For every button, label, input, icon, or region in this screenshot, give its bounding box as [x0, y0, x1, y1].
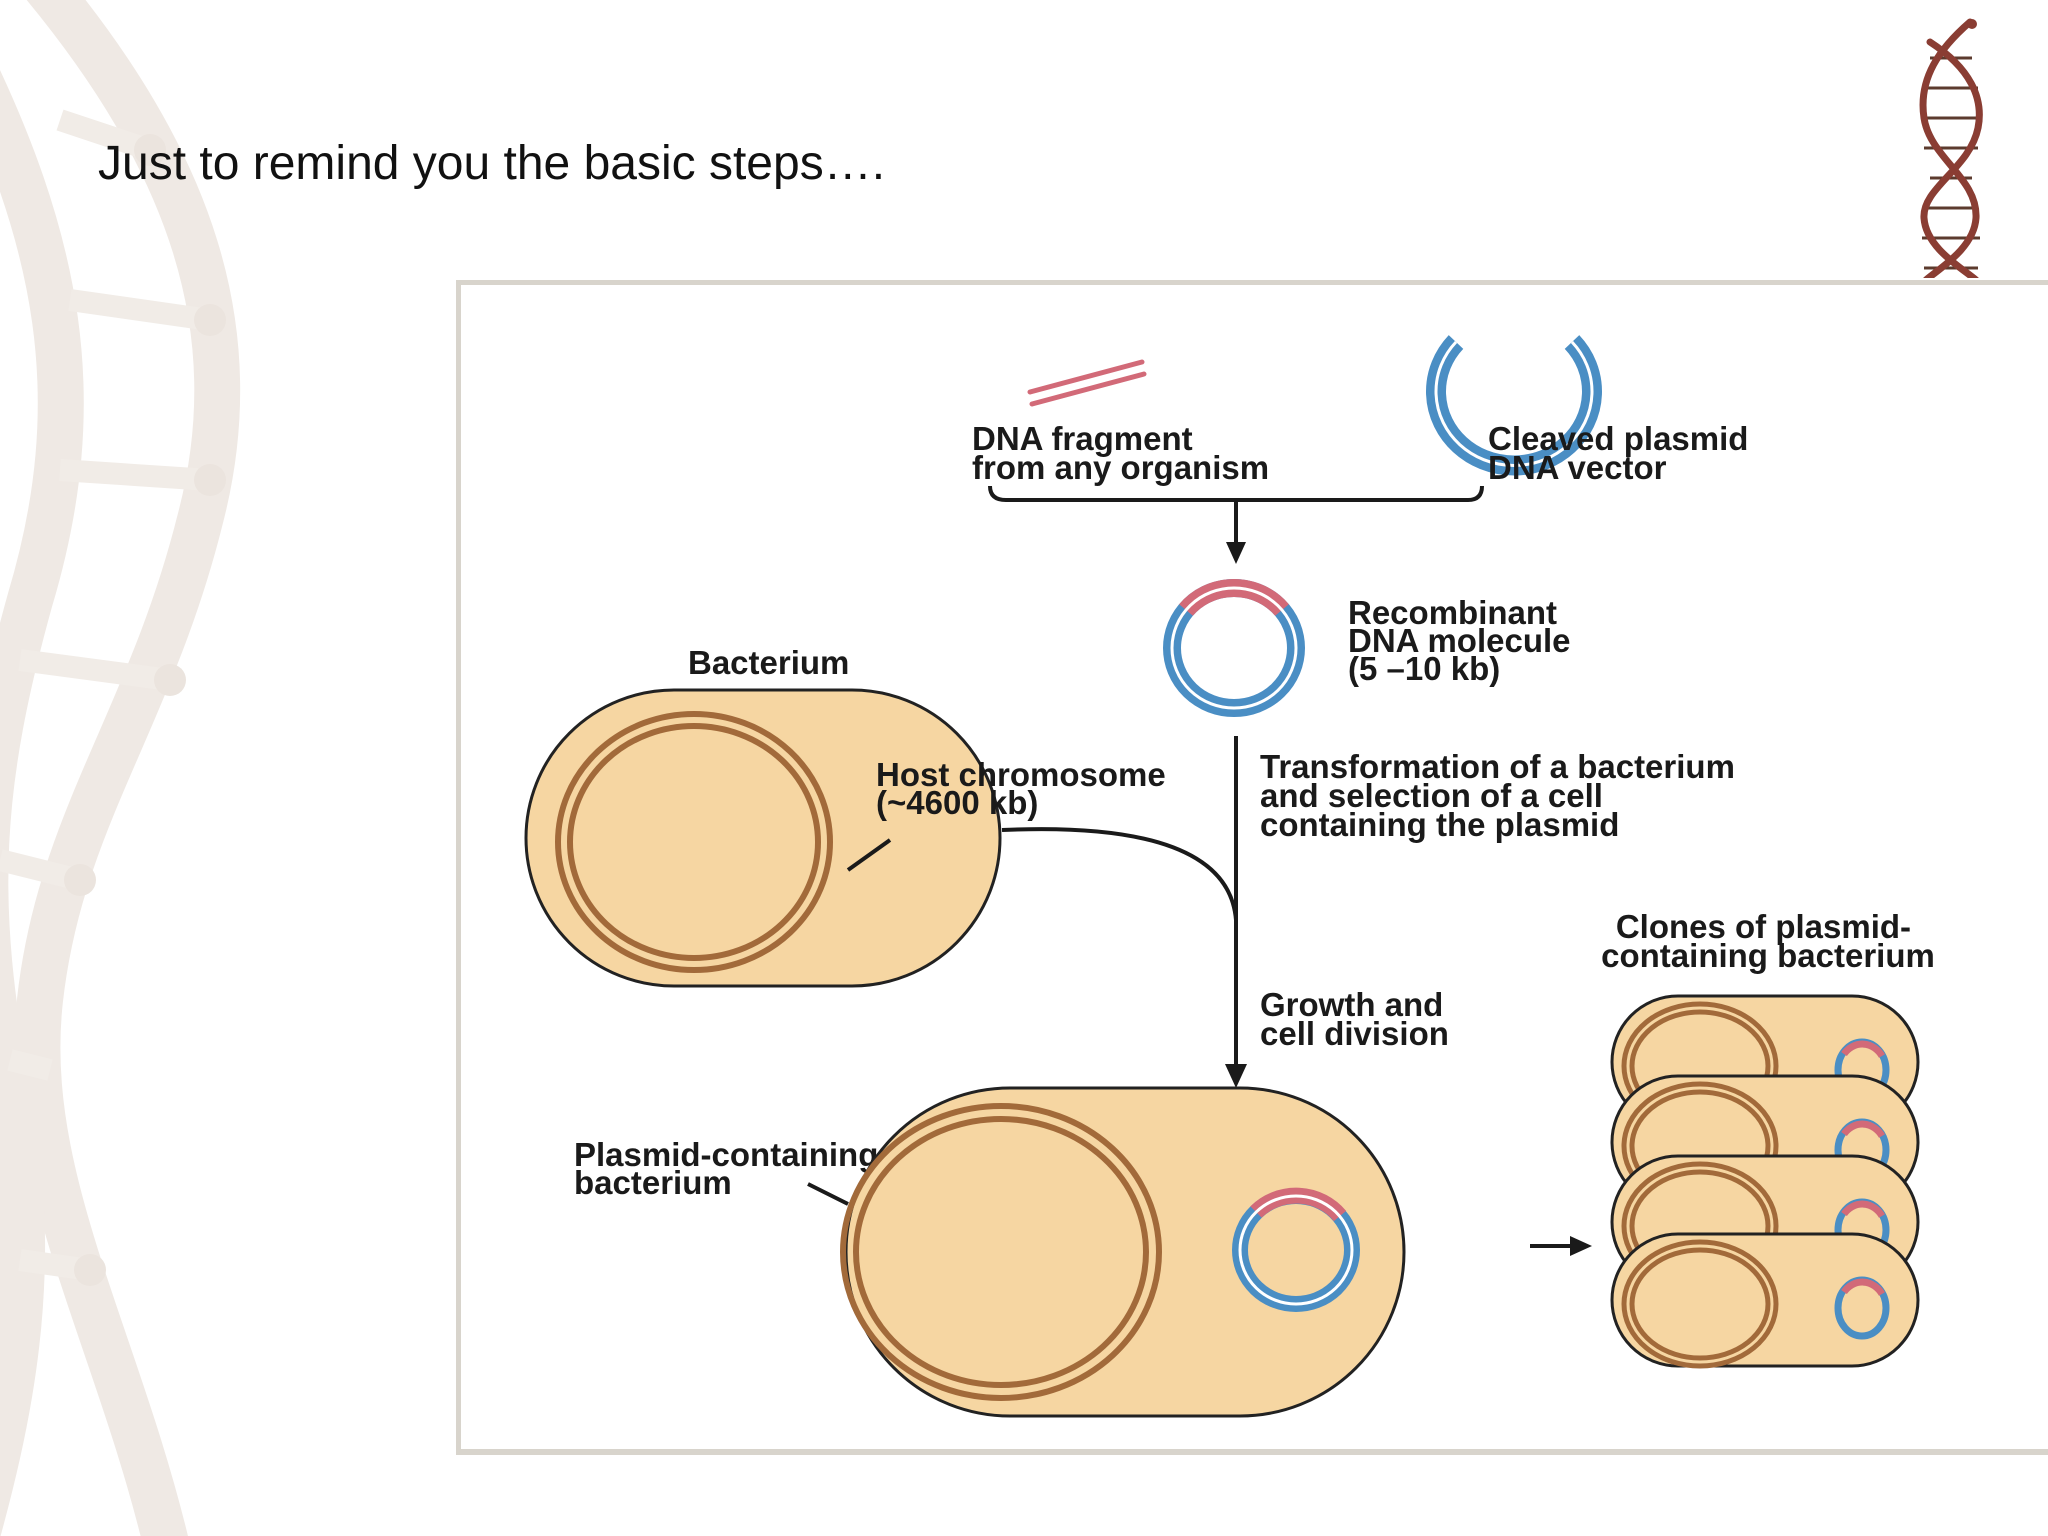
host-chromosome-pointer: [846, 838, 892, 872]
slide-title: Just to remind you the basic steps….: [98, 137, 886, 190]
dna-fragment-label: DNA fragment from any organism: [972, 420, 1269, 486]
dna-fragment-icon: [1027, 359, 1147, 407]
cleaved-plasmid-label-line1: Cleaved plasmid: [1488, 420, 1748, 457]
background-helix-graphic: [0, 0, 241, 1536]
plasmid-bacterium-label: Plasmid-containing bacterium: [574, 1136, 888, 1201]
transformation-label: Transformation of a bacterium and select…: [1260, 748, 1744, 843]
recombinant-label: Recombinant DNA molecule (5 –10 kb): [1348, 594, 1580, 687]
bacterium-label: Bacterium: [688, 644, 849, 681]
clones-label-line2: containing bacterium: [1601, 937, 1935, 974]
cleaved-plasmid-label: Cleaved plasmid DNA vector: [1488, 420, 1758, 486]
dna-fragment-label-line2: from any organism: [972, 449, 1269, 486]
recombinant-plasmid-icon: [1163, 579, 1305, 717]
cloning-diagram: DNA fragment from any organism Cleaved p…: [456, 280, 2048, 1455]
growth-label: Growth and cell division: [1260, 986, 1453, 1052]
ligation-arrowhead: [1226, 542, 1246, 564]
cleaved-plasmid-icon: [1426, 335, 1602, 476]
growth-label-line2: cell division: [1260, 1015, 1449, 1052]
growth-label-line1: Growth and: [1260, 986, 1443, 1023]
clones-label: Clones of plasmid- containing bacterium: [1601, 908, 1935, 974]
clone-arrowhead: [1570, 1236, 1592, 1256]
clone-stack: [1610, 994, 1920, 1369]
flow-arrowhead: [1225, 1064, 1247, 1088]
recombinant-label-line3: (5 –10 kb): [1348, 650, 1500, 687]
host-to-flow-connector: [1001, 827, 1238, 921]
plasmid-bacterium-label-line1: Plasmid-containing: [574, 1136, 878, 1173]
plasmid-bacterium-pointer: [807, 1182, 849, 1206]
host-chromosome-label-line2: (~4600 kb): [876, 784, 1038, 821]
transformation-label-line3: containing the plasmid: [1260, 806, 1619, 843]
cleaved-plasmid-label-line2: DNA vector: [1488, 449, 1667, 486]
dna-fragment-label-line1: DNA fragment: [972, 420, 1193, 457]
recombinant-label-line2: DNA molecule: [1348, 622, 1571, 659]
clones-label-line1: Clones of plasmid-: [1616, 908, 1911, 945]
clone-cell: [1610, 1232, 1920, 1369]
transformation-label-line2: and selection of a cell: [1260, 777, 1603, 814]
transformation-label-line1: Transformation of a bacterium: [1260, 748, 1735, 785]
dna-helix-icon: [1919, 18, 1983, 278]
host-bacterium-cell: [524, 688, 1002, 988]
plasmid-containing-bacterium-cell: [840, 1086, 1406, 1418]
plasmid-bacterium-label-line2: bacterium: [574, 1164, 732, 1201]
host-chromosome-label-line1: Host chromosome: [876, 756, 1166, 793]
host-chromosome-label: Host chromosome (~4600 kb): [876, 756, 1175, 821]
recombinant-label-line1: Recombinant: [1348, 594, 1557, 631]
